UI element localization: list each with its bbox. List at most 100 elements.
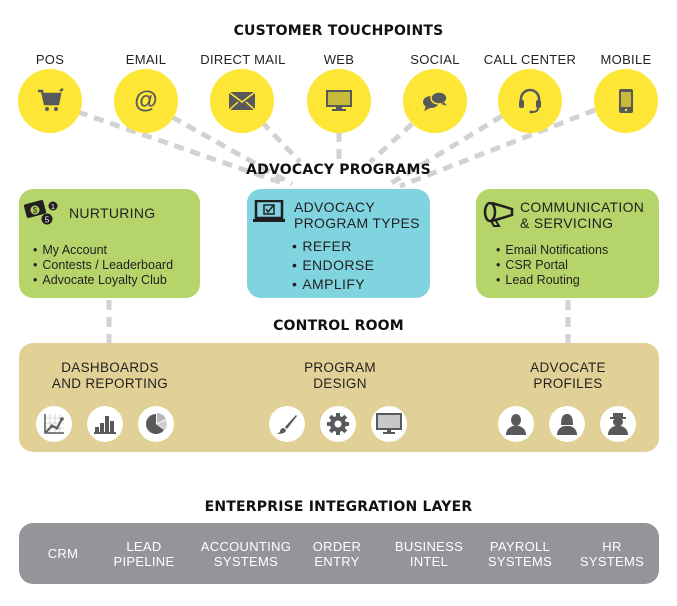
- program-types-list: REFER ENDORSE AMPLIFY: [292, 237, 374, 294]
- touchpoint-circle[interactable]: [594, 69, 658, 133]
- connector-mobile: [399, 107, 596, 189]
- list-item: AMPLIFY: [292, 275, 374, 294]
- touchpoint-circle[interactable]: [403, 69, 467, 133]
- enterprise-heading: ENTERPRISE INTEGRATION LAYER: [204, 499, 473, 515]
- touchpoint-circle[interactable]: [210, 69, 274, 133]
- touchpoint-label: SOCIAL: [410, 52, 460, 67]
- advocate-profiles-title-line1: ADVOCATE: [530, 360, 606, 375]
- communication-box[interactable]: COMMUNICATION & SERVICING Email Notifica…: [476, 189, 659, 298]
- line-chart-icon: [44, 414, 64, 434]
- dashboards-title[interactable]: DASHBOARDS AND REPORTING: [25, 360, 195, 392]
- communication-title-line1: COMMUNICATION: [520, 199, 645, 215]
- communication-list: Email Notifications CSR Portal Lead Rout…: [496, 243, 608, 288]
- touchpoint-circle[interactable]: [307, 69, 371, 133]
- enterprise-item-line1: ORDER: [312, 539, 362, 554]
- communication-title: COMMUNICATION & SERVICING: [520, 199, 644, 231]
- touchpoint-label: WEB: [323, 52, 355, 67]
- enterprise-item-line2: INTEL: [409, 554, 449, 569]
- monitor-icon: [376, 413, 402, 434]
- touchpoint-label: EMAIL: [125, 52, 167, 67]
- enterprise-item-payroll-systems[interactable]: PAYROLL SYSTEMS: [475, 539, 565, 569]
- nurturing-title: NURTURING: [69, 205, 156, 221]
- enterprise-item-lead-pipeline[interactable]: LEAD PIPELINE: [99, 539, 189, 569]
- user-female-icon-button[interactable]: [549, 406, 585, 442]
- gear-icon: [327, 413, 349, 435]
- program-types-box[interactable]: ADVOCACY PROGRAM TYPES REFER ENDORSE AMP…: [247, 189, 430, 298]
- user-hat-icon-button[interactable]: [600, 406, 636, 442]
- shopping-cart-icon: [38, 88, 64, 111]
- program-types-title: ADVOCACY PROGRAM TYPES: [294, 199, 420, 231]
- nurturing-list: My Account Contests / Leaderboard Advoca…: [33, 243, 173, 288]
- list-item: REFER: [292, 237, 374, 256]
- svg-text:5: 5: [45, 216, 50, 225]
- headset-icon: [519, 88, 541, 114]
- list-item: CSR Portal: [496, 258, 608, 273]
- laptop-checkbox-icon: [253, 200, 285, 222]
- desktop-monitor-icon: [326, 90, 352, 111]
- enterprise-item-line1: PAYROLL: [489, 539, 551, 554]
- svg-text:$: $: [33, 206, 38, 215]
- bar-chart-icon-button[interactable]: [87, 406, 123, 442]
- connector-social: [368, 122, 414, 164]
- communication-title-line2: & SERVICING: [520, 215, 614, 231]
- gear-icon-button[interactable]: [320, 406, 356, 442]
- user-male-icon-button[interactable]: [498, 406, 534, 442]
- paintbrush-icon-button[interactable]: [269, 406, 305, 442]
- paintbrush-icon: [277, 415, 297, 434]
- enterprise-item-line2: SYSTEMS: [213, 554, 279, 569]
- program-types-title-line2: PROGRAM TYPES: [294, 215, 420, 231]
- user-male-icon: [506, 414, 526, 435]
- connector-email: [170, 114, 294, 187]
- touchpoint-circle[interactable]: [18, 69, 82, 133]
- list-item: Lead Routing: [496, 273, 608, 288]
- smartphone-icon: [619, 89, 633, 113]
- program-design-title-line2: DESIGN: [313, 376, 367, 391]
- control-room-box: DASHBOARDS AND REPORTING PROGRAM DESIGN: [19, 343, 659, 452]
- touchpoint-label: POS: [35, 52, 65, 67]
- envelope-icon: [229, 92, 255, 110]
- pie-chart-icon-button[interactable]: [138, 406, 174, 442]
- svg-text:1: 1: [51, 204, 55, 211]
- touchpoint-label: DIRECT MAIL: [200, 52, 286, 67]
- connector-call-center: [388, 113, 504, 187]
- nurturing-box[interactable]: $ 1 5 NURTURING My Account Contests / Le…: [19, 189, 200, 298]
- enterprise-item-hr-systems[interactable]: HR SYSTEMS: [567, 539, 657, 569]
- at-sign-icon: @: [134, 87, 158, 114]
- connector-direct-mail: [260, 120, 302, 164]
- enterprise-item-line1: BUSINESS: [394, 539, 464, 554]
- money-icon: $ 1 5: [23, 200, 58, 225]
- program-design-title-line1: PROGRAM: [304, 360, 376, 375]
- monitor-icon-button[interactable]: [371, 406, 407, 442]
- enterprise-item-line2: ENTRY: [314, 554, 360, 569]
- enterprise-item-crm[interactable]: CRM: [18, 546, 108, 561]
- pie-chart-icon: [146, 413, 167, 434]
- advocate-profiles-title[interactable]: ADVOCATE PROFILES: [483, 360, 653, 392]
- enterprise-item-line1: LEAD: [126, 539, 162, 554]
- list-item: Contests / Leaderboard: [33, 258, 173, 273]
- enterprise-box: [19, 523, 659, 584]
- list-item: Email Notifications: [496, 243, 608, 258]
- program-design-title[interactable]: PROGRAM DESIGN: [255, 360, 425, 392]
- touchpoint-circle[interactable]: [498, 69, 562, 133]
- user-hat-icon: [608, 413, 628, 435]
- enterprise-item-line1: HR: [602, 539, 622, 554]
- enterprise-item-line2: PIPELINE: [113, 554, 175, 569]
- advocate-profiles-title-line2: PROFILES: [533, 376, 603, 391]
- megaphone-icon: [483, 201, 514, 227]
- enterprise-item-line1: ACCOUNTING: [200, 539, 292, 554]
- user-female-icon: [557, 414, 577, 435]
- touchpoint-circle[interactable]: @: [114, 69, 178, 133]
- advocacy-programs-heading: ADVOCACY PROGRAMS: [246, 162, 431, 178]
- chat-bubbles-icon: [423, 91, 448, 111]
- dashboards-title-line2: AND REPORTING: [51, 376, 169, 391]
- enterprise-item-line2: SYSTEMS: [579, 554, 645, 569]
- enterprise-item-order-entry[interactable]: ORDER ENTRY: [292, 539, 382, 569]
- bar-chart-icon: [94, 416, 116, 434]
- enterprise-item-accounting-systems[interactable]: ACCOUNTING SYSTEMS: [196, 539, 296, 569]
- control-room-heading: CONTROL ROOM: [273, 318, 404, 334]
- line-chart-icon-button[interactable]: [36, 406, 72, 442]
- enterprise-item-business-intel[interactable]: BUSINESS INTEL: [384, 539, 474, 569]
- touchpoint-label: CALL CENTER: [483, 52, 577, 67]
- list-item: ENDORSE: [292, 256, 374, 275]
